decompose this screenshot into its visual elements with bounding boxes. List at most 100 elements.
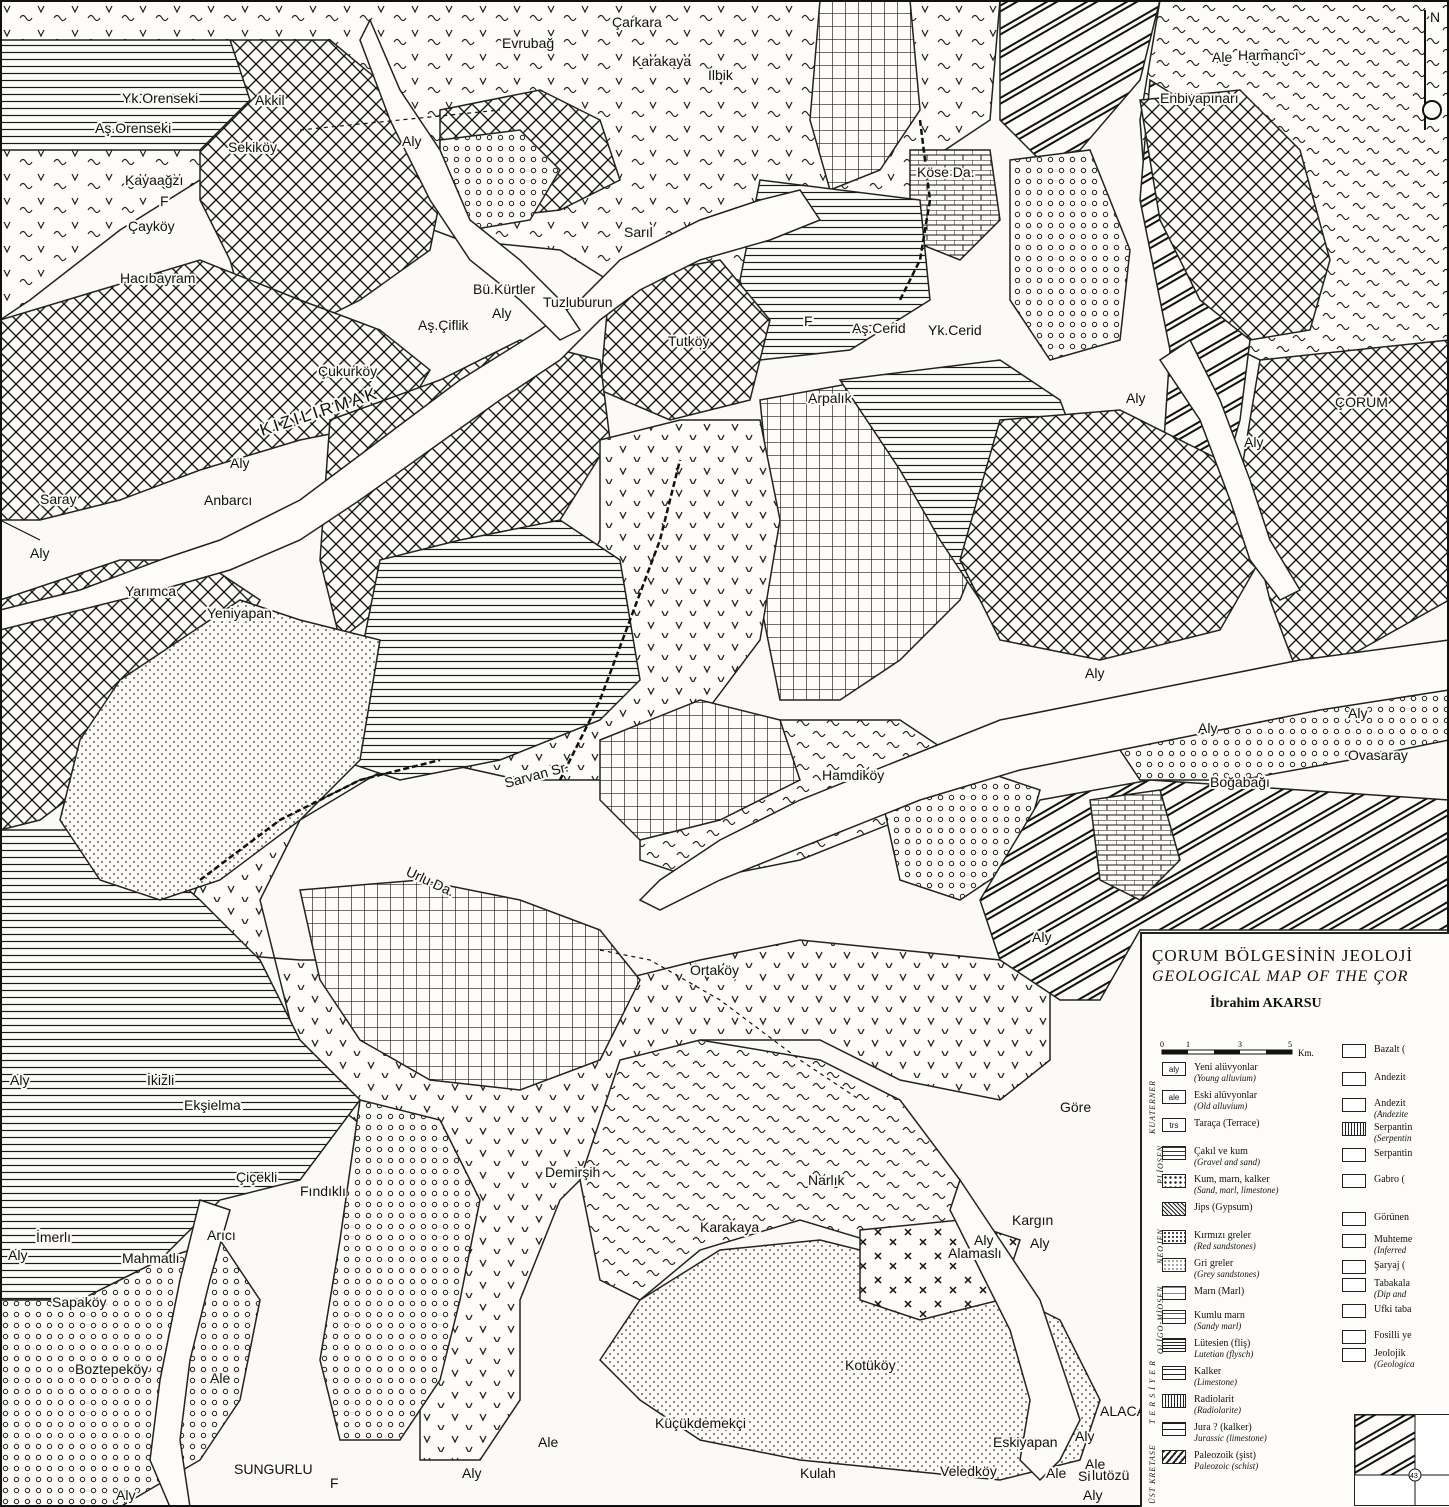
legend-item-label: Andezit — [1374, 1098, 1406, 1109]
legend-item-label: Lütesien (fliş) — [1194, 1338, 1251, 1349]
place-label: İmerlı — [36, 1228, 71, 1245]
place-label: Fındıklı — [300, 1183, 346, 1199]
swatch-old-alluvium: ale — [1162, 1090, 1186, 1104]
place-label: Ale — [538, 1434, 558, 1450]
symbol-thrust — [1342, 1260, 1366, 1274]
place-label: Demirşih — [545, 1164, 600, 1180]
place-label: Eskiyapan — [993, 1434, 1058, 1450]
place-label: Aly — [1348, 705, 1367, 721]
legend-item-label: Gabro ( — [1374, 1174, 1405, 1185]
legend-item-label: Çakıl ve kum — [1194, 1146, 1248, 1157]
place-label: Çiçekli — [236, 1169, 277, 1185]
swatch-gravel-sand — [1162, 1146, 1186, 1160]
swatch-jurassic-limestone — [1162, 1422, 1186, 1436]
scale-label: 1 — [1186, 1040, 1190, 1049]
place-label: Çarkara — [612, 14, 662, 30]
place-label: Ekşielma — [184, 1097, 241, 1113]
symbol-fossil-locality — [1342, 1330, 1366, 1344]
legend-item-english: (Radiolarite) — [1194, 1405, 1241, 1415]
place-label: Mahmatlı — [122, 1250, 180, 1266]
unit-paleozoic-ne — [999, 0, 1161, 161]
legend-item: Andezit — [1342, 1072, 1406, 1086]
river-east-valley — [1158, 338, 1302, 601]
scale-label: 5 — [1288, 1040, 1292, 1049]
place-label: Göre — [1060, 1099, 1091, 1115]
legend-item: Gabro ( — [1342, 1174, 1405, 1188]
legend-item: Bazalt ( — [1342, 1044, 1405, 1058]
place-label: Karakaya — [632, 53, 691, 69]
legend-item-english: (Inferred — [1374, 1245, 1407, 1255]
legend-item-english: (Geologica — [1374, 1359, 1415, 1369]
unit-radiolarite-hamdikoy — [599, 699, 801, 841]
swatch-sand-marl-limestone — [1162, 1174, 1186, 1188]
place-label: Anbarcı — [204, 492, 252, 508]
place-label: İkizli — [147, 1071, 174, 1088]
legend-item-label: Muhteme — [1374, 1234, 1413, 1245]
scale-label: 3 — [1238, 1040, 1242, 1049]
place-label: Kargın — [1012, 1212, 1053, 1228]
place-label: Ale — [210, 1370, 230, 1386]
legend-item: Kalker(Limestone) — [1162, 1366, 1237, 1388]
place-label: Aly — [1032, 929, 1051, 945]
swatch-gabbro — [1342, 1174, 1366, 1188]
swatch-limestone — [1162, 1366, 1186, 1380]
place-label: Arıcı — [207, 1227, 236, 1243]
river-north-channel — [359, 18, 582, 341]
unit-limestone-east — [1089, 789, 1181, 901]
place-label: Aly — [1244, 434, 1263, 450]
index-map-number: 43 — [1410, 1473, 1418, 1480]
place-label: F — [330, 1475, 339, 1491]
place-label: Bü.Kürtler — [473, 281, 536, 297]
scale-label: Km. — [1298, 1048, 1314, 1058]
legend-item: Serpantin — [1342, 1148, 1412, 1162]
place-label: Karakaya — [700, 1219, 759, 1235]
legend-item: Kumlu marn(Sandy marl) — [1162, 1310, 1245, 1332]
swatch-gypsum — [1162, 1202, 1186, 1216]
legend-item-label: Radiolarit — [1194, 1394, 1234, 1405]
place-label: Ortaköy — [690, 962, 739, 978]
legend-item: trs Taraça (Terrace) — [1162, 1118, 1259, 1132]
place-label: Aş.Çiflik — [418, 317, 470, 333]
legend-item-english: (Sand, marl, limestone) — [1194, 1185, 1279, 1195]
place-label: Aly — [1198, 720, 1217, 736]
place-label: Köse Da. — [917, 164, 975, 180]
unit-gravel-south-central — [319, 1099, 481, 1441]
place-label: Ale — [1212, 49, 1232, 65]
north-arrow-label: N — [1430, 9, 1440, 25]
legend-item: Lütesien (fliş)Lutetian (flysch) — [1162, 1338, 1253, 1360]
place-label: Ale — [1046, 1465, 1066, 1481]
swatch-serpentine-2 — [1342, 1148, 1366, 1162]
river-southwest-valley — [149, 1199, 231, 1507]
place-label: Harmancı — [1238, 47, 1299, 63]
era-label: KUATERNER — [1148, 1079, 1157, 1134]
structure-lines — [0, 109, 932, 1101]
legend-item-label: Jips (Gypsum) — [1194, 1202, 1253, 1213]
legend-item: ale Eski alüvyonlar(Old alluvium) — [1162, 1090, 1257, 1112]
place-label: Sarıl — [624, 224, 653, 240]
unit-radiolarite-urlu — [299, 879, 641, 1091]
legend-item-label: Bazalt ( — [1374, 1044, 1406, 1055]
index-map: 43 — [1354, 1414, 1449, 1506]
place-label: Hamdiköy — [822, 767, 884, 783]
legend-item-english: Jurassic (limestone) — [1194, 1433, 1267, 1443]
symbol-observed-contact — [1342, 1212, 1366, 1226]
swatch-red-sandstone — [1162, 1230, 1186, 1244]
unit-serpentine-ne — [1139, 89, 1331, 341]
place-label: Aly — [402, 133, 421, 149]
place-label: SUNGURLU — [234, 1461, 313, 1477]
swatch-basalt — [1342, 1044, 1366, 1058]
place-label: Sapaköy — [52, 1294, 106, 1310]
legend-item-english: (Limestone) — [1194, 1377, 1237, 1387]
place-label: Ale — [1085, 1456, 1105, 1472]
place-label: Akkil — [255, 92, 285, 108]
legend-item-english: Lutetian (flysch) — [1194, 1349, 1254, 1359]
legend-item: Jips (Gypsum) — [1162, 1202, 1253, 1216]
place-label: Enbiyapınarı — [1160, 90, 1239, 106]
legend-item: Kum, marn, kalker(Sand, marl, limestone) — [1162, 1174, 1279, 1196]
place-label: Evrubağ — [502, 35, 554, 51]
place-label: Ovasaray — [1348, 747, 1408, 763]
legend-item-label: Jura ? (kalker) — [1194, 1422, 1252, 1433]
legend-item: Muhteme(Inferred — [1342, 1234, 1412, 1256]
place-label: Yk.Orenseki — [122, 90, 198, 106]
